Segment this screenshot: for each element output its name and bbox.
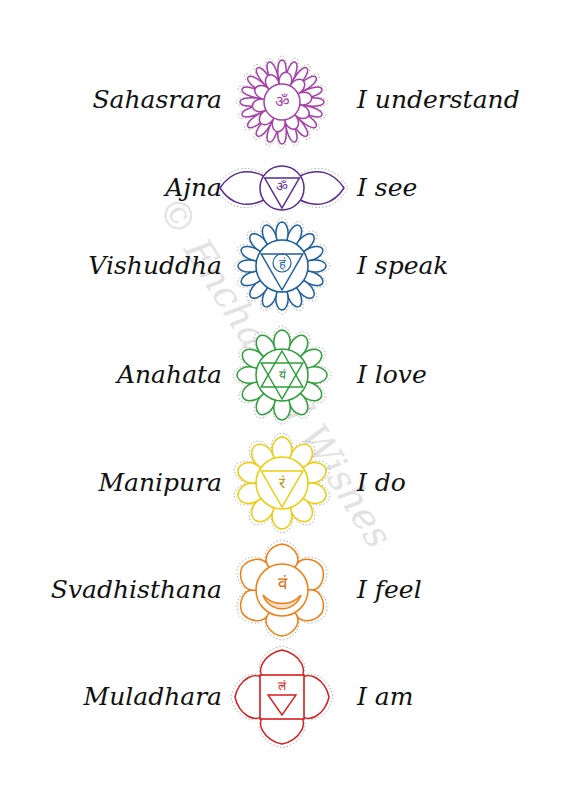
petal-outline	[273, 326, 290, 350]
lotus-petal	[272, 508, 292, 529]
lotus-petal	[274, 400, 290, 420]
chakra-name: Vishuddha	[88, 251, 222, 281]
chakra-node: ॐ	[217, 158, 347, 218]
lotus-petal	[220, 172, 264, 204]
petal-outline	[233, 366, 257, 383]
chakra-node: वं	[232, 540, 332, 640]
lotus-petal	[307, 367, 327, 383]
lotus-petal	[300, 172, 344, 204]
inner-circle	[256, 240, 308, 292]
inner-circle	[256, 457, 308, 509]
lotus-petal	[272, 437, 292, 458]
petal-outline	[301, 168, 348, 207]
petal-outline	[234, 260, 257, 273]
chakra-node: लं	[232, 647, 332, 747]
yantra-triangle	[261, 351, 303, 387]
chakra-name: Manipura	[98, 468, 222, 498]
bija-syllable: वं	[278, 575, 287, 592]
yantra-triangle	[261, 363, 303, 399]
lotus-petal	[237, 367, 257, 383]
affirmation: I feel	[357, 575, 422, 605]
inner-circle	[256, 349, 308, 401]
petal-outline	[272, 433, 293, 458]
inner-circle	[273, 254, 291, 272]
chakra-name: Ajna	[165, 173, 222, 203]
affirmation: I speak	[357, 251, 449, 281]
lotus-petal	[308, 260, 327, 272]
bija-syllable: यं	[279, 369, 286, 381]
chakra-symbol	[232, 647, 332, 747]
petal-outline	[216, 168, 263, 207]
inner-circle	[260, 166, 304, 210]
bija-syllable: ॐ	[276, 180, 288, 193]
petal-outline	[307, 366, 331, 383]
yantra-triangle	[261, 471, 303, 507]
chakra-name: Svadhisthana	[51, 575, 222, 605]
chakra-node: हं	[232, 216, 332, 316]
chakra-node: ॐ	[232, 54, 332, 146]
affirmation: I love	[357, 360, 427, 390]
affirmation: I am	[357, 682, 413, 712]
lotus-petal	[274, 330, 290, 350]
petal-outline	[308, 260, 331, 273]
lotus-petal	[276, 292, 288, 311]
chakra-name: Sahasrara	[92, 85, 222, 115]
chakra-node: यं	[232, 325, 332, 425]
affirmation: I do	[357, 468, 406, 498]
yantra-triangle	[265, 178, 300, 208]
yantra-triangle	[261, 254, 303, 290]
petal-outline	[276, 292, 289, 315]
chakra-name: Anahata	[117, 360, 222, 390]
yantra-triangle	[268, 695, 296, 715]
moon-crescent	[263, 595, 301, 609]
chakra-name: Muladhara	[84, 682, 222, 712]
bija-syllable: रं	[279, 476, 285, 491]
inner-circle	[264, 84, 300, 120]
petal-outline	[273, 400, 290, 424]
inner-circle	[256, 564, 308, 616]
earth-square	[260, 675, 304, 719]
chakra-node: रं	[232, 433, 332, 533]
affirmation: I understand	[357, 85, 520, 115]
affirmation: I see	[357, 173, 417, 203]
bija-syllable: ॐ	[275, 94, 290, 110]
bija-syllable: हं	[279, 257, 286, 270]
petal-outline	[276, 218, 289, 241]
lotus-petal	[238, 260, 257, 272]
lotus-petal	[276, 222, 288, 241]
bija-syllable: लं	[278, 680, 286, 692]
petal-outline	[272, 508, 293, 533]
